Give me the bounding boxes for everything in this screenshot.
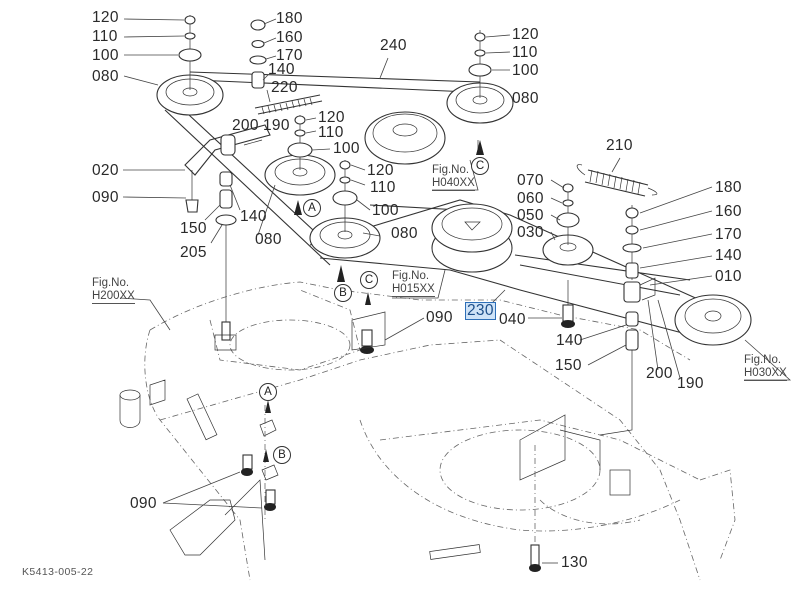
part-label-140[interactable]: 140 (268, 61, 295, 78)
part-label-140[interactable]: 140 (556, 332, 583, 349)
part-label-130[interactable]: 130 (561, 554, 588, 571)
spring-210 (576, 164, 658, 197)
part-label-120[interactable]: 120 (512, 26, 539, 43)
pulley-080-mid (264, 154, 336, 196)
part-label-100[interactable]: 100 (372, 202, 399, 219)
bearing-stack-right (468, 30, 492, 98)
part-label-120[interactable]: 120 (318, 109, 345, 126)
part-label-150[interactable]: 150 (180, 220, 207, 237)
part-label-180[interactable]: 180 (715, 179, 742, 196)
part-label-090[interactable]: 090 (426, 309, 453, 326)
bearing-stack-lower (332, 160, 358, 232)
fig-ref-prefix: Fig.No. (92, 277, 130, 289)
part-label-120[interactable]: 120 (92, 9, 119, 26)
part-label-200[interactable]: 200 (646, 365, 673, 382)
leader-lines (119, 18, 792, 564)
part-label-110[interactable]: 110 (318, 124, 344, 141)
bolt-130 (529, 445, 541, 572)
part-label-120[interactable]: 120 (367, 162, 394, 179)
callout-b-lower: B (273, 446, 291, 464)
part-label-090[interactable]: 090 (92, 189, 119, 206)
part-label-060[interactable]: 060 (517, 190, 544, 207)
fig-ref-prefix: Fig.No. (392, 270, 430, 282)
part-label-170[interactable]: 170 (715, 226, 742, 243)
pulley-h030 (674, 294, 752, 346)
drive-pulley-h015 (431, 203, 513, 273)
drive-pulley-h040 (364, 111, 446, 165)
fig-ref-prefix: Fig.No. (432, 164, 470, 176)
part-label-140[interactable]: 140 (240, 208, 267, 225)
fig-ref-code: H015XX (392, 283, 435, 298)
part-label-080[interactable]: 080 (391, 225, 418, 242)
part-label-230-highlighted[interactable]: 230 (465, 302, 496, 320)
tensioner-stack-top (249, 19, 267, 89)
callout-arrows (263, 140, 484, 462)
part-label-190[interactable]: 190 (677, 375, 704, 392)
part-label-010[interactable]: 010 (715, 268, 742, 285)
part-label-200[interactable]: 200 (232, 117, 259, 134)
part-label-090[interactable]: 090 (130, 495, 157, 512)
callout-c-lower: C (360, 271, 378, 289)
document-code: K5413-005-22 (22, 566, 94, 578)
part-label-160[interactable]: 160 (276, 29, 303, 46)
callout-a-lower: A (259, 383, 277, 401)
part-label-180[interactable]: 180 (276, 10, 303, 27)
fig-ref-prefix: Fig.No. (744, 354, 782, 366)
part-label-110[interactable]: 110 (92, 28, 118, 45)
part-label-020[interactable]: 020 (92, 162, 119, 179)
part-label-110[interactable]: 110 (370, 179, 396, 196)
callout-a-upper: A (303, 199, 321, 217)
part-label-170[interactable]: 170 (276, 47, 303, 64)
part-label-100[interactable]: 100 (92, 47, 119, 64)
fig-ref-code: H200XX (92, 290, 135, 305)
part-label-080[interactable]: 080 (255, 231, 282, 248)
part-label-050[interactable]: 050 (517, 207, 544, 224)
tensioner-stack-right (599, 205, 656, 436)
bolt-090-left (214, 321, 237, 351)
part-label-160[interactable]: 160 (715, 203, 742, 220)
bearing-stack-mid (287, 115, 313, 170)
bearing-stack-030 (556, 183, 580, 245)
bolt-090-hanger (351, 311, 386, 354)
fig-ref-h040xx[interactable]: Fig.No. H040XX (432, 164, 475, 192)
part-label-150[interactable]: 150 (555, 357, 582, 374)
part-label-240[interactable]: 240 (380, 37, 407, 54)
part-label-190[interactable]: 190 (263, 117, 290, 134)
part-label-140[interactable]: 140 (715, 247, 742, 264)
spring-220 (254, 94, 323, 115)
part-label-220[interactable]: 220 (271, 79, 298, 96)
fig-ref-h030xx[interactable]: Fig.No. H030XX (744, 354, 787, 382)
belt-230 (309, 199, 701, 336)
bearing-stack-left (178, 15, 202, 90)
part-label-030[interactable]: 030 (517, 224, 544, 241)
part-label-080[interactable]: 080 (92, 68, 119, 85)
part-label-100[interactable]: 100 (512, 62, 539, 79)
fig-ref-h015xx[interactable]: Fig.No. H015XX (392, 270, 435, 298)
callout-c-upper: C (471, 157, 489, 175)
part-label-080[interactable]: 080 (512, 90, 539, 107)
callout-b-upper: B (334, 284, 352, 302)
part-label-210[interactable]: 210 (606, 137, 633, 154)
part-label-100[interactable]: 100 (333, 140, 360, 157)
fig-ref-code: H030XX (744, 367, 787, 382)
part-label-070[interactable]: 070 (517, 172, 544, 189)
tension-arm-020 (184, 124, 271, 330)
bolts-090-lower (241, 405, 279, 520)
part-label-040[interactable]: 040 (499, 311, 526, 328)
part-label-205[interactable]: 205 (180, 244, 207, 261)
fig-ref-code: H040XX (432, 177, 475, 192)
fig-ref-h200xx[interactable]: Fig.No. H200XX (92, 277, 135, 305)
bolt-040 (561, 280, 575, 328)
part-label-110[interactable]: 110 (512, 44, 538, 61)
mower-deck-outline (119, 281, 736, 581)
